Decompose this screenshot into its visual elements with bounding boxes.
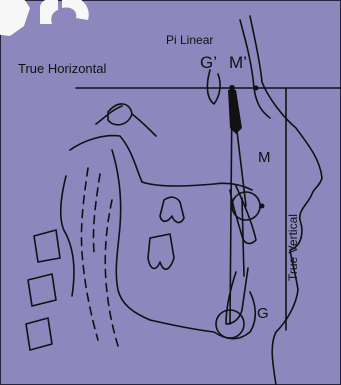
m-point-dot xyxy=(260,204,265,209)
g-prime-label: G’ xyxy=(200,54,217,71)
vertebra-3 xyxy=(26,318,52,350)
pi-linear-label: Pi Linear xyxy=(166,34,213,46)
vertebra-2 xyxy=(28,274,56,306)
airway-line-3 xyxy=(93,174,100,252)
cranial-base xyxy=(96,106,156,136)
watermark xyxy=(0,0,89,36)
lower-molar xyxy=(148,234,174,269)
vertebra-1 xyxy=(34,230,60,262)
spine-curve xyxy=(61,176,74,296)
orbit-outline xyxy=(207,70,220,104)
m-label: M xyxy=(258,150,271,165)
upper-molar xyxy=(160,197,184,222)
m-prime-marker xyxy=(228,90,242,134)
true-horizontal-label: True Horizontal xyxy=(18,62,106,75)
maxilla-outline xyxy=(70,136,252,190)
m-prime-dot xyxy=(229,85,235,91)
g-label: G xyxy=(257,306,269,321)
m-prime-label: M’ xyxy=(229,54,247,71)
true-vertical-label: True Vertical xyxy=(287,214,299,281)
g-prime-dot xyxy=(254,86,259,91)
g-upright-line xyxy=(242,198,244,276)
airway-line-1 xyxy=(81,168,98,340)
ramus-outline xyxy=(112,150,150,320)
